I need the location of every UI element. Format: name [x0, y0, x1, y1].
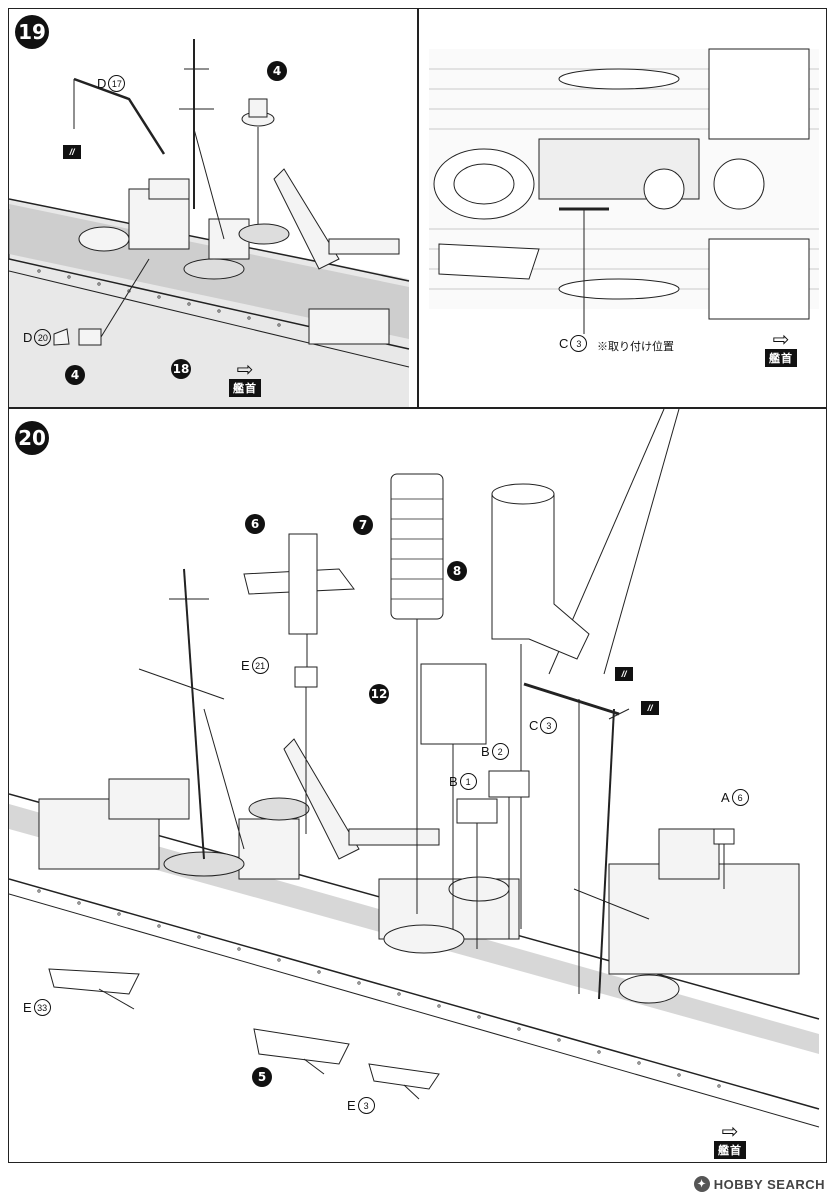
step-19-panel: 19 D 17 // 4 D 20 4 18 ⇨ 艦首 [8, 8, 418, 408]
watermark: ✦ HOBBY SEARCH [693, 1176, 825, 1192]
part-letter: C [559, 336, 569, 351]
part-letter: D [97, 76, 107, 91]
bow-label: 艦首 [714, 1141, 746, 1159]
callout-part-6: 6 [245, 514, 265, 534]
part-ref-e3: E 3 [347, 1097, 375, 1114]
hobby-search-logo-icon: ✦ [693, 1176, 710, 1192]
step-20-illustration [9, 409, 820, 1162]
glue-icon: // [641, 701, 659, 715]
part-number: 3 [540, 717, 558, 734]
part-number: 21 [251, 657, 269, 674]
bow-direction-indicator: ⇨ 艦首 [765, 329, 797, 367]
part-ref-b2: B 2 [481, 743, 509, 760]
arrow-right-icon: ⇨ [721, 1121, 739, 1143]
part-number: 33 [33, 999, 51, 1016]
part-ref-d17: D 17 [97, 75, 126, 92]
detail-top-view-illustration [429, 48, 819, 334]
part-ref-c3-detail: C 3 [559, 335, 588, 352]
bow-direction-indicator: ⇨ 艦首 [229, 359, 261, 397]
callout-part-4-top: 4 [267, 61, 287, 81]
bow-label: 艦首 [765, 349, 797, 367]
glue-icon: // [63, 145, 81, 159]
part-number: 1 [459, 773, 477, 790]
part-ref-e33: E 33 [23, 999, 51, 1016]
step-number: 20 [15, 421, 49, 455]
step-number: 19 [15, 15, 49, 49]
glue-icon: // [615, 667, 633, 681]
part-letter: D [23, 330, 33, 345]
arrow-right-icon: ⇨ [772, 329, 790, 351]
step-20-panel: 20 6 7 8 12 5 E 21 C 3 B 2 B 1 A 6 E 33 … [8, 408, 827, 1163]
part-letter: A [721, 790, 730, 805]
part-ref-e21: E 21 [241, 657, 269, 674]
part-ref-b1: B 1 [449, 773, 477, 790]
part-ref-d20: D 20 [23, 329, 52, 346]
part-letter: E [241, 658, 250, 673]
detail-view-panel: C 3 ※取り付け位置 ⇨ 艦首 [418, 8, 827, 408]
step-19-illustration [9, 39, 410, 407]
part-number: 17 [108, 75, 126, 92]
part-number: 3 [570, 335, 588, 352]
part-letter: E [23, 1000, 32, 1015]
part-letter: E [347, 1098, 356, 1113]
callout-part-5: 5 [252, 1067, 272, 1087]
part-ref-c3: C 3 [529, 717, 558, 734]
part-ref-a6: A 6 [721, 789, 749, 806]
callout-part-18: 18 [171, 359, 191, 379]
part-letter: B [449, 774, 458, 789]
bow-direction-indicator: ⇨ 艦首 [714, 1121, 746, 1159]
callout-part-8: 8 [447, 561, 467, 581]
callout-part-12: 12 [369, 684, 389, 704]
part-number: 6 [731, 789, 749, 806]
mounting-position-note: ※取り付け位置 [597, 341, 674, 353]
part-letter: B [481, 744, 490, 759]
callout-part-4-bottom: 4 [65, 365, 85, 385]
watermark-text: HOBBY SEARCH [713, 1176, 825, 1192]
part-number: 20 [34, 329, 52, 346]
part-number: 2 [491, 743, 509, 760]
arrow-right-icon: ⇨ [236, 359, 254, 381]
part-number: 3 [357, 1097, 375, 1114]
part-letter: C [529, 718, 539, 733]
bow-label: 艦首 [229, 379, 261, 397]
callout-part-7: 7 [353, 515, 373, 535]
